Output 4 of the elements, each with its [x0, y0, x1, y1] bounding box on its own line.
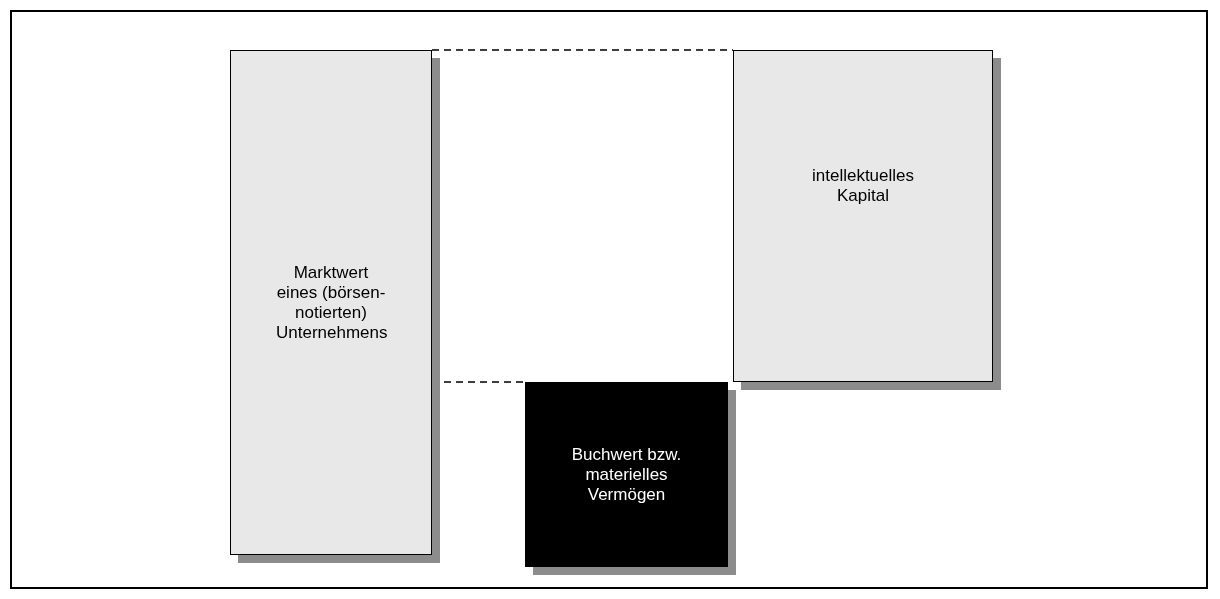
box-label: intellektuelles Kapital [810, 166, 916, 206]
box-label: Marktwert eines (börsen- notierten) Unternehmens [276, 262, 386, 343]
dashed-connector [431, 49, 734, 51]
box-label: Buchwert bzw. materielles Vermögen [571, 444, 682, 505]
